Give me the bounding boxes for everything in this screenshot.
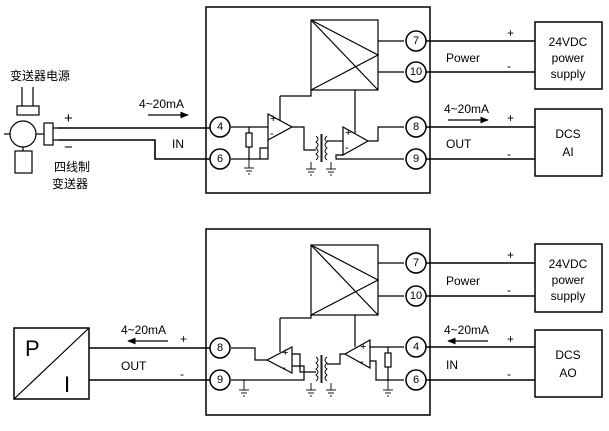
- pi-converter-box: [13, 327, 90, 400]
- top-terminal-10-label: 10: [410, 66, 422, 78]
- bottom-terminal-6: 6: [405, 369, 427, 391]
- svg-text:-: -: [345, 142, 349, 154]
- bottom-output-signal: 4~20mA: [121, 323, 166, 337]
- bottom-dcs-line2: AO: [559, 366, 576, 380]
- bottom-dcs-line1: DCS: [555, 348, 580, 362]
- bottom-terminal-10-label: 10: [410, 290, 422, 302]
- top-terminal-9-label: 9: [413, 153, 419, 165]
- top-power-box-line2: power: [552, 51, 585, 65]
- bottom-terminal-10: 10: [405, 285, 427, 307]
- top-power-supply-box: [534, 21, 603, 90]
- top-terminal-7: 7: [405, 30, 427, 52]
- top-output-label: OUT: [446, 137, 472, 151]
- bottom-module-box: [205, 228, 431, 416]
- svg-text:-: -: [282, 362, 286, 374]
- top-plus-sign: +: [64, 110, 73, 127]
- bottom-in-minus: -: [507, 367, 511, 381]
- top-diagram: + - + -: [4, 6, 603, 194]
- top-transmitter-label-2: 变送器: [52, 176, 88, 191]
- svg-text:+: +: [282, 347, 288, 359]
- top-minus-sign: −: [64, 139, 73, 156]
- top-dcs-box: [534, 108, 603, 177]
- bottom-power-box-line1: 24VDC: [549, 257, 588, 271]
- bottom-in-plus: +: [507, 332, 514, 346]
- top-out-minus: -: [507, 147, 511, 161]
- top-transformer: [315, 134, 328, 162]
- top-terminal-6: 6: [209, 148, 231, 170]
- bottom-transformer: [315, 355, 328, 383]
- top-dcs-line2: AI: [562, 145, 573, 159]
- top-terminal-9: 9: [405, 148, 427, 170]
- bottom-power-label: Power: [446, 274, 480, 288]
- bottom-out-plus: +: [180, 332, 187, 346]
- bottom-input-amplifier: + -: [343, 338, 371, 370]
- top-transmitter-label-1: 四线制: [54, 160, 90, 174]
- top-terminal-4-label: 4: [217, 121, 223, 133]
- top-power-plus: +: [507, 26, 514, 40]
- transmitter-icon: [4, 87, 58, 174]
- svg-text:+: +: [270, 113, 276, 125]
- svg-text:+: +: [345, 127, 351, 139]
- bottom-terminal-8-label: 8: [217, 342, 223, 354]
- bottom-power-box-line2: power: [552, 273, 585, 287]
- bottom-terminal-6-label: 6: [413, 374, 419, 386]
- bottom-power-box-line3: supply: [551, 289, 586, 303]
- bottom-output-amplifier: + -: [265, 346, 293, 374]
- top-input-signal: 4~20mA: [139, 97, 184, 111]
- bottom-terminal-7-label: 7: [413, 257, 419, 269]
- bottom-power-supply-box: [534, 243, 603, 313]
- bottom-power-minus: -: [507, 283, 511, 297]
- svg-text:-: -: [360, 356, 364, 368]
- top-terminal-6-label: 6: [217, 153, 223, 165]
- bottom-dcs-box: [534, 329, 603, 398]
- pi-p-label: P: [25, 336, 40, 361]
- bottom-terminal-9: 9: [209, 369, 231, 391]
- pi-i-label: I: [64, 372, 70, 397]
- top-out-plus: +: [507, 111, 514, 125]
- bottom-terminal-9-label: 9: [217, 374, 223, 386]
- bottom-output-label: OUT: [121, 359, 147, 373]
- top-module-box: [205, 6, 431, 194]
- top-terminal-7-label: 7: [413, 35, 419, 47]
- top-terminal-8: 8: [405, 116, 427, 138]
- top-power-minus: -: [507, 59, 511, 73]
- top-power-box-line3: supply: [551, 67, 586, 81]
- top-output-signal: 4~20mA: [444, 102, 489, 116]
- bottom-terminal-4-label: 4: [413, 341, 419, 353]
- top-dcs-line1: DCS: [555, 127, 580, 141]
- top-terminal-10: 10: [405, 61, 427, 83]
- bottom-input-label: IN: [446, 358, 458, 372]
- svg-text:+: +: [360, 341, 366, 353]
- top-source-label: 变送器电源: [10, 68, 70, 83]
- bottom-terminal-4: 4: [405, 336, 427, 358]
- top-terminal-8-label: 8: [413, 121, 419, 133]
- top-terminal-4: 4: [209, 116, 231, 138]
- bottom-terminal-7: 7: [405, 252, 427, 274]
- top-isolation-block: [310, 19, 380, 91]
- bottom-terminal-8: 8: [209, 337, 231, 359]
- top-power-label: Power: [446, 51, 480, 65]
- bottom-power-plus: +: [507, 248, 514, 262]
- top-power-box-line1: 24VDC: [549, 35, 588, 49]
- bottom-diagram: + - + -: [13, 228, 603, 416]
- bottom-out-minus: -: [180, 367, 184, 381]
- svg-text:-: -: [270, 128, 274, 140]
- top-input-label: IN: [172, 137, 184, 151]
- bottom-input-signal: 4~20mA: [444, 323, 489, 337]
- bottom-isolation-block: [310, 244, 380, 316]
